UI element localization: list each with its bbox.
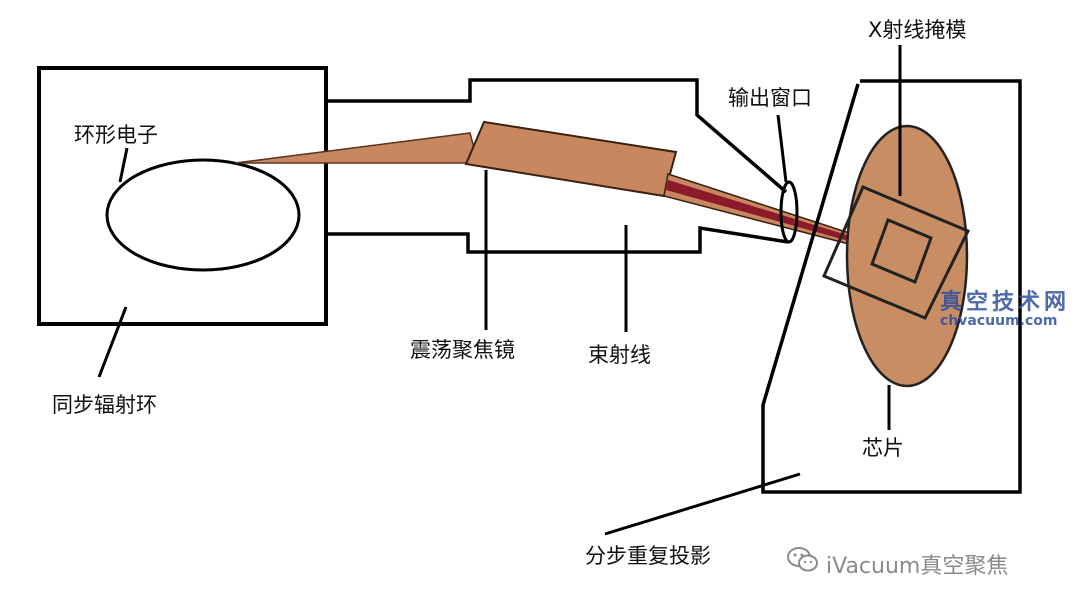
output-window — [779, 180, 799, 244]
xray-beam-core — [666, 180, 876, 247]
label-xray-mask: X射线掩模 — [868, 18, 967, 42]
synchrotron-beam — [234, 132, 479, 164]
pointer-step-repeat — [604, 472, 801, 536]
pointer-synchrotron-ring — [97, 306, 128, 378]
watermark-site-url: chvacuum.com — [940, 313, 1058, 329]
watermark-footer: iVacuum真空聚焦 — [826, 554, 1009, 579]
synchrotron-ring-box — [37, 66, 328, 326]
label-output-window: 输出窗口 — [728, 86, 812, 110]
label-beamline: 束射线 — [588, 343, 651, 367]
label-step-repeat: 分步重复投影 — [585, 544, 711, 568]
chip-wafer — [845, 124, 969, 388]
beamline-housing-top — [326, 78, 788, 194]
xray-mask-inner — [870, 218, 933, 284]
label-ring-electrons: 环形电子 — [74, 123, 158, 147]
oscillating-focus-mirror — [464, 120, 678, 198]
beamline-housing-bottom — [326, 225, 789, 254]
pointer-ring-electrons — [118, 147, 129, 183]
xray-mask-outer — [822, 185, 971, 320]
watermark-site-name: 真空技术网 — [940, 289, 1071, 315]
pointer-output-window — [776, 114, 788, 183]
electron-ring-ellipse — [105, 158, 301, 272]
wechat-icon — [787, 547, 818, 572]
label-synchrotron-ring: 同步辐射环 — [52, 393, 157, 417]
stepper-frame — [761, 79, 1022, 494]
label-chip: 芯片 — [862, 436, 904, 460]
label-oscillating-focus: 震荡聚焦镜 — [410, 338, 515, 362]
